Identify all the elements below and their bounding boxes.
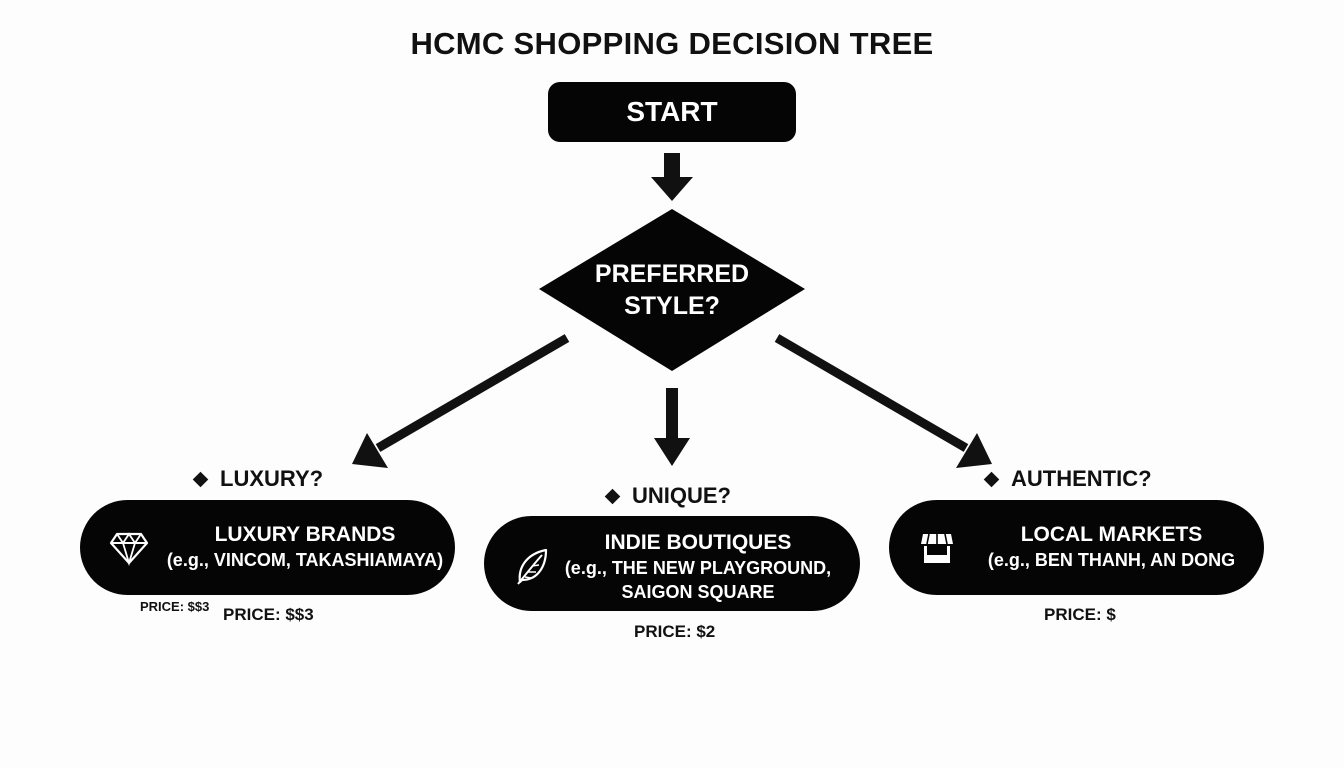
start-node: START: [548, 82, 796, 142]
luxury-brands-text: LUXURY BRANDS (e.g., VINCOM, TAKASHIAMAY…: [165, 522, 445, 572]
leaf-icon: [517, 548, 548, 585]
luxury-brands-node: LUXURY BRANDS (e.g., VINCOM, TAKASHIAMAY…: [80, 500, 455, 595]
question-unique: UNIQUE?: [604, 483, 731, 509]
arrow-to-luxury: [352, 334, 570, 468]
decision-line-1: PREFERRED: [594, 260, 750, 288]
authentic-price: PRICE: $: [1044, 605, 1116, 624]
luxury-price-small: PRICE: $$3: [140, 599, 210, 614]
question-luxury-label: LUXURY?: [220, 466, 324, 491]
local-markets-examples: (e.g., BEN THANH, AN DONG: [987, 550, 1236, 570]
arrow-start-to-decision: [651, 153, 693, 201]
question-authentic-label: AUTHENTIC?: [1011, 466, 1152, 491]
indie-boutiques-examples-2: SAIGON SQUARE: [621, 582, 775, 602]
indie-boutiques-examples-1: (e.g., THE NEW PLAYGROUND,: [564, 558, 832, 578]
luxury-price: PRICE: $$3: [223, 605, 314, 624]
diamond-icon: [109, 532, 149, 566]
luxury-brands-examples: (e.g., VINCOM, TAKASHIAMAYA): [166, 550, 444, 570]
arrow-to-authentic: [774, 334, 992, 468]
page-title: HCMC SHOPPING DECISION TREE: [410, 26, 934, 61]
question-unique-label: UNIQUE?: [632, 483, 731, 508]
indie-boutiques-title: INDIE BOUTIQUES: [604, 531, 792, 554]
unique-price: PRICE: $2: [634, 622, 716, 641]
question-authentic: AUTHENTIC?: [983, 466, 1152, 492]
decision-diamond: [539, 209, 805, 371]
indie-boutiques-node: INDIE BOUTIQUES (e.g., THE NEW PLAYGROUN…: [484, 516, 860, 611]
luxury-brands-title: LUXURY BRANDS: [214, 523, 396, 546]
arrow-to-unique: [654, 388, 690, 466]
indie-boutiques-text: INDIE BOUTIQUES (e.g., THE NEW PLAYGROUN…: [556, 530, 840, 604]
decision-line-2: STYLE?: [624, 292, 720, 320]
question-luxury: LUXURY?: [192, 466, 324, 492]
decision-label: PREFERRED STYLE?: [572, 258, 772, 322]
market-stall-icon: [921, 533, 953, 563]
bullet-diamond-icon: [604, 488, 621, 504]
local-markets-node: LOCAL MARKETS (e.g., BEN THANH, AN DONG: [889, 500, 1264, 595]
local-markets-title: LOCAL MARKETS: [1020, 523, 1203, 546]
local-markets-text: LOCAL MARKETS (e.g., BEN THANH, AN DONG: [969, 522, 1254, 572]
bullet-diamond-icon: [192, 471, 209, 487]
bullet-diamond-icon: [983, 471, 1000, 487]
